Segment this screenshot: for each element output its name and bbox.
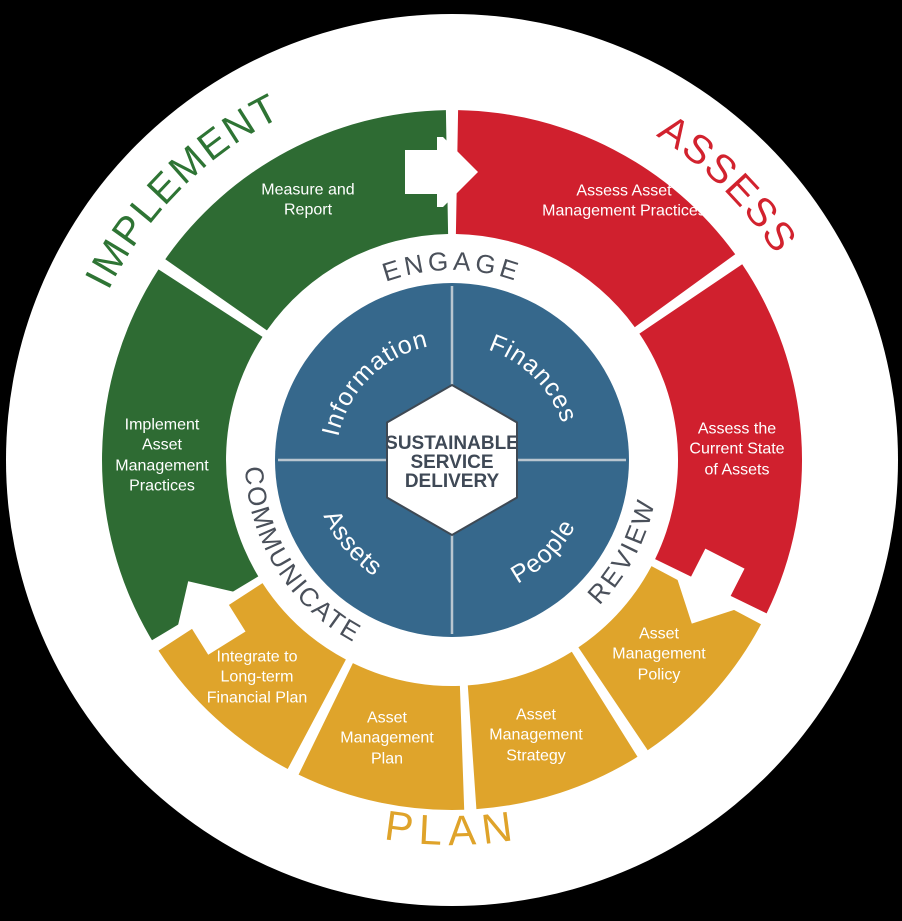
segment-strategy <box>467 651 638 810</box>
hexagon-title-line1: SUSTAINABLE <box>385 433 519 454</box>
hexagon-title-line3: DELIVERY <box>405 471 500 492</box>
center-hexagon <box>386 383 518 537</box>
segment-assess-practices <box>455 110 736 328</box>
segment-plan <box>298 663 465 811</box>
phase-label-plan: PLAN <box>382 802 522 855</box>
segment-assess-state <box>639 264 803 614</box>
segment-implement-practices <box>102 269 263 641</box>
hexagon-title-line2: SERVICE <box>410 452 493 473</box>
segment-measure-report <box>165 110 449 331</box>
